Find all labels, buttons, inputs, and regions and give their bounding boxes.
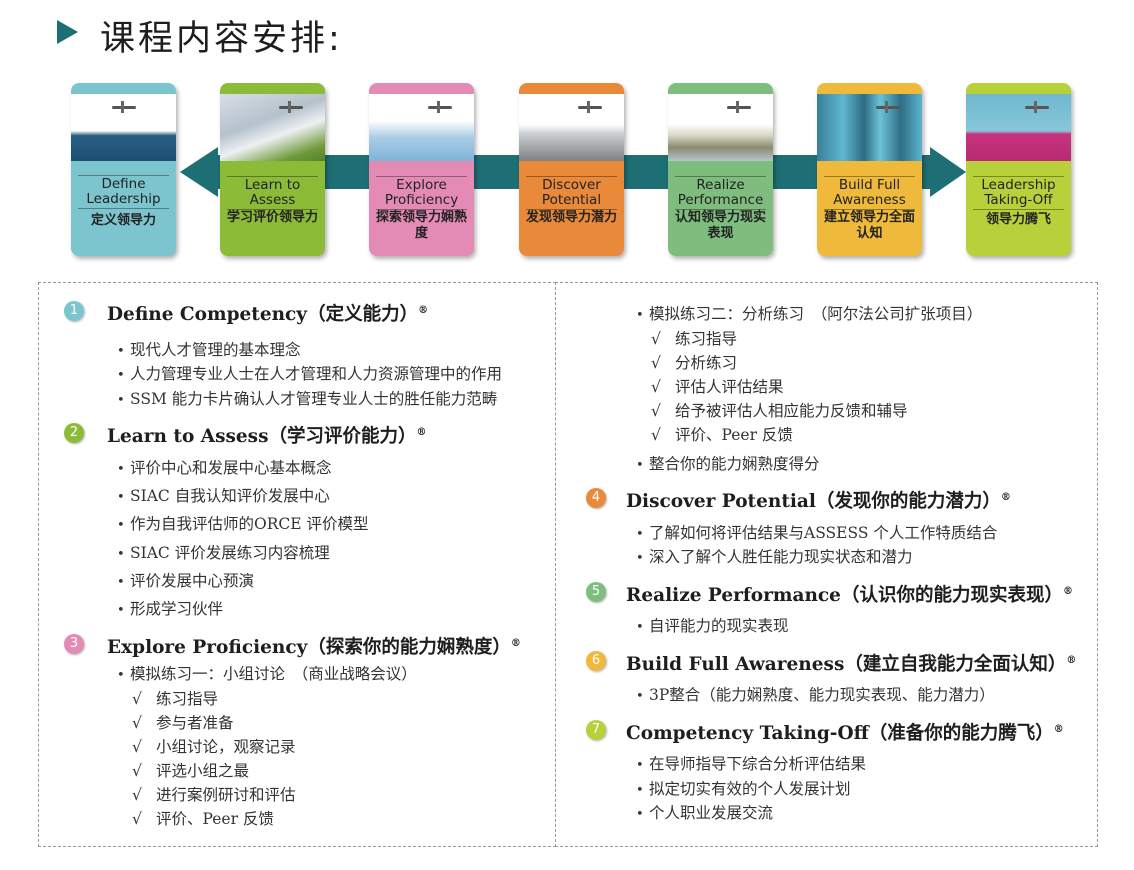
check-item: √分析练习 (651, 354, 738, 372)
stage-card-discover-potential: Discover Potential 发现领导力潜力 (519, 83, 624, 256)
check-item: √给予被评估人相应能力反馈和辅导 (651, 402, 908, 420)
stage-image (71, 94, 176, 161)
stage-title-cn: 认知领导力现实表现 (674, 210, 766, 241)
stage-card-leadership-taking-off: Leadership Taking-Off 领导力腾飞 (966, 83, 1071, 256)
check-icon: √ (132, 690, 142, 708)
list-item: •评价发展中心预演 (117, 572, 255, 590)
list-item: •个人职业发展交流 (636, 804, 774, 822)
list-item: •自评能力的现实表现 (636, 617, 789, 635)
check-icon: √ (132, 714, 142, 732)
check-icon: √ (651, 378, 661, 396)
check-item: √评价、Peer 反馈 (651, 426, 793, 444)
check-item: √参与者准备 (132, 714, 234, 732)
stage-title-cn: 学习评价领导力 (226, 210, 318, 225)
list-item: •人力管理专业人士在人才管理和人力资源管理中的作用 (117, 365, 503, 383)
stage-image (519, 94, 624, 161)
section-number-badge: 1 (64, 301, 84, 321)
section-heading: Explore Proficiency（探索你的能力娴熟度）® (107, 637, 521, 658)
stage-image (966, 94, 1071, 161)
stage-title-en: Define Leadership (78, 175, 169, 209)
section-heading: Define Competency（定义能力）® (107, 304, 429, 325)
list-item: •了解如何将评估结果与ASSESS 个人工作特质结合 (636, 524, 998, 542)
check-icon: √ (651, 426, 661, 444)
stage-image (369, 94, 474, 161)
list-item: •SIAC 评价发展练习内容梳理 (117, 544, 330, 562)
stage-title-en: Learn to Assess (227, 176, 318, 210)
stage-title-en: Leadership Taking-Off (973, 176, 1064, 210)
section-heading: Build Full Awareness（建立自我能力全面认知）® (626, 654, 1077, 675)
title-triangle-icon (57, 20, 78, 44)
section-number-badge: 7 (586, 720, 606, 740)
section-number-badge: 4 (586, 488, 606, 508)
check-icon: √ (132, 786, 142, 804)
stage-title-en: Build Full Awareness (824, 176, 915, 210)
section-number-badge: 6 (586, 651, 606, 671)
stage-image (668, 94, 773, 161)
list-item: •模拟练习二：分析练习 （阿尔法公司扩张项目） (636, 305, 983, 323)
stage-card-define-leadership: Define Leadership 定义领导力 (71, 83, 176, 256)
stage-title-cn: 探索领导力娴熟度 (375, 210, 467, 241)
stage-title-en: Explore Proficiency (376, 176, 467, 210)
check-item: √评价、Peer 反馈 (132, 810, 274, 828)
section-number-badge: 5 (586, 582, 606, 602)
stage-title-cn: 领导力腾飞 (985, 212, 1051, 227)
section-heading: Competency Taking-Off（准备你的能力腾飞）® (626, 723, 1064, 744)
list-item: •拟定切实有效的个人发展计划 (636, 780, 851, 798)
check-icon: √ (651, 354, 661, 372)
list-item: •评价中心和发展中心基本概念 (117, 459, 332, 477)
list-item: •深入了解个人胜任能力现实状态和潜力 (636, 548, 913, 566)
check-item: √练习指导 (651, 330, 738, 348)
check-item: √评选小组之最 (132, 762, 250, 780)
stage-card-learn-to-assess: Learn to Assess 学习评价领导力 (220, 83, 325, 256)
stage-card-build-full-awareness: Build Full Awareness 建立领导力全面认知 (817, 83, 922, 256)
arrow-right-head-icon (930, 147, 966, 197)
stage-title-cn: 定义领导力 (90, 213, 156, 228)
section-number-badge: 3 (64, 634, 84, 654)
stage-title-en: Realize Performance (675, 176, 766, 210)
list-item: •模拟练习一：小组讨论 （商业战略会议） (117, 665, 417, 683)
check-icon: √ (132, 762, 142, 780)
list-item: •作为自我评估师的ORCE 评价模型 (117, 515, 369, 533)
stage-card-realize-performance: Realize Performance 认知领导力现实表现 (668, 83, 773, 256)
list-item: •在导师指导下综合分析评估结果 (636, 755, 867, 773)
right-content-panel (555, 282, 1098, 847)
check-item: √评估人评估结果 (651, 378, 784, 396)
list-item: •SSM 能力卡片确认人才管理专业人士的胜任能力范畴 (117, 390, 498, 408)
check-item: √练习指导 (132, 690, 219, 708)
check-icon: √ (132, 810, 142, 828)
section-heading: Learn to Assess（学习评价能力）® (107, 426, 427, 447)
section-heading: Realize Performance（认识你的能力现实表现）® (626, 585, 1073, 606)
stage-title-cn: 发现领导力潜力 (525, 210, 617, 225)
stage-image (817, 94, 922, 161)
list-item: •整合你的能力娴熟度得分 (636, 455, 820, 473)
section-heading: Discover Potential（发现你的能力潜力）® (626, 491, 1011, 512)
check-item: √进行案例研讨和评估 (132, 786, 296, 804)
list-item: •3P整合（能力娴熟度、能力现实表现、能力潜力） (636, 686, 995, 704)
check-icon: √ (651, 330, 661, 348)
check-item: √小组讨论，观察记录 (132, 738, 296, 756)
page-title: 课程内容安排: (100, 19, 343, 59)
list-item: •SIAC 自我认知评价发展中心 (117, 487, 330, 505)
arrow-left-head-icon (180, 147, 218, 197)
stage-title-en: Discover Potential (526, 176, 617, 210)
section-number-badge: 2 (64, 423, 84, 443)
list-item: •现代人才管理的基本理念 (117, 341, 301, 359)
stage-card-explore-proficiency: Explore Proficiency 探索领导力娴熟度 (369, 83, 474, 256)
check-icon: √ (132, 738, 142, 756)
stage-image (220, 94, 325, 161)
list-item: •形成学习伙伴 (117, 600, 224, 618)
stage-title-cn: 建立领导力全面认知 (823, 210, 915, 241)
check-icon: √ (651, 402, 661, 420)
